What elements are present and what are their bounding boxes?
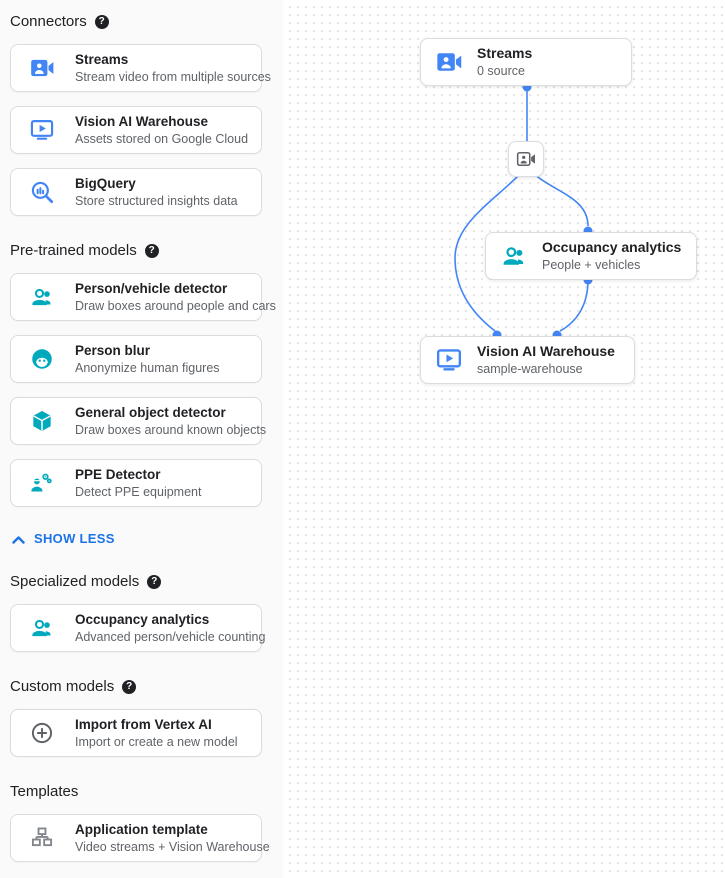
palette-card-import-vertex[interactable]: Import from Vertex AI Import or create a…	[10, 709, 262, 757]
card-title: Occupancy analytics	[75, 611, 210, 627]
palette-card-ppe-detector[interactable]: PPE Detector Detect PPE equipment	[10, 459, 262, 507]
card-subtitle: Detect PPE equipment	[75, 484, 202, 499]
palette-card-person-blur[interactable]: Person blur Anonymize human figures	[10, 335, 262, 383]
edge-hub-to-occupancy	[533, 173, 589, 227]
node-subtitle: People + vehicles	[542, 258, 641, 272]
bigquery-icon	[31, 181, 54, 204]
palette-card-vision-warehouse[interactable]: Vision AI Warehouse Assets stored on Goo…	[10, 106, 262, 154]
show-less-label: SHOW LESS	[34, 531, 115, 546]
show-less-button[interactable]: SHOW LESS	[12, 531, 262, 547]
palette-card-bigquery[interactable]: BigQuery Store structured insights data	[10, 168, 262, 216]
vision-warehouse-icon	[436, 349, 462, 371]
section-header-connectors: Connectors ?	[10, 13, 262, 31]
help-icon[interactable]: ?	[147, 575, 162, 589]
card-title: PPE Detector	[75, 466, 161, 482]
section-header-templates: Templates	[10, 783, 262, 801]
graph-canvas[interactable]: Streams 0 source Occupancy analytics Peo…	[283, 0, 725, 878]
person-vehicle-detector-icon	[32, 288, 52, 306]
card-subtitle: Draw boxes around known objects	[75, 422, 267, 437]
node-title: Vision AI Warehouse	[477, 343, 615, 359]
card-title: General object detector	[75, 404, 226, 420]
card-subtitle: Anonymize human figures	[75, 360, 220, 375]
import-vertex-icon	[31, 722, 53, 744]
application-template-icon	[31, 827, 53, 847]
palette-card-application-template[interactable]: Application template Video streams + Vis…	[10, 814, 270, 862]
node-streams[interactable]: Streams 0 source	[420, 38, 632, 86]
streams-icon	[437, 53, 462, 71]
card-subtitle: Store structured insights data	[75, 193, 238, 208]
card-title: Streams	[75, 51, 129, 67]
ppe-detector-icon	[31, 473, 52, 492]
node-subtitle: sample-warehouse	[477, 362, 583, 376]
section-header-specialized: Specialized models ?	[10, 573, 262, 591]
card-subtitle: Advanced person/vehicle counting	[75, 629, 266, 644]
section-header-custom: Custom models ?	[10, 678, 262, 696]
card-title: Import from Vertex AI	[75, 716, 212, 732]
section-title: Templates	[10, 783, 79, 800]
card-subtitle: Stream video from multiple sources	[75, 69, 271, 84]
palette-card-general-object[interactable]: General object detector Draw boxes aroun…	[10, 397, 267, 445]
help-icon[interactable]: ?	[122, 680, 137, 694]
node-occupancy-analytics[interactable]: Occupancy analytics People + vehicles	[485, 232, 697, 280]
streams-icon	[31, 59, 54, 77]
node-subtitle: 0 source	[477, 64, 525, 78]
palette-card-occupancy[interactable]: Occupancy analytics Advanced person/vehi…	[10, 604, 266, 652]
help-icon[interactable]: ?	[144, 244, 159, 258]
card-title: BigQuery	[75, 175, 136, 191]
chevron-up-icon	[12, 535, 25, 544]
node-vision-warehouse[interactable]: Vision AI Warehouse sample-warehouse	[420, 336, 635, 384]
edge-hub-to-warehouse	[454, 174, 520, 332]
palette-card-streams[interactable]: Streams Stream video from multiple sourc…	[10, 44, 271, 92]
section-title: Pre-trained models	[10, 242, 137, 259]
vision-warehouse-icon	[30, 120, 54, 140]
node-title: Streams	[477, 45, 533, 61]
card-title: Vision AI Warehouse	[75, 113, 209, 129]
palette-card-person-vehicle[interactable]: Person/vehicle detector Draw boxes aroun…	[10, 273, 276, 321]
person-blur-icon	[32, 349, 52, 369]
card-subtitle: Video streams + Vision Warehouse	[75, 839, 270, 854]
card-title: Person blur	[75, 342, 151, 358]
section-title: Custom models	[10, 678, 115, 695]
occupancy-analytics-icon	[32, 619, 52, 637]
occupancy-analytics-icon	[503, 247, 525, 266]
section-title: Specialized models	[10, 573, 140, 590]
card-subtitle: Draw boxes around people and cars	[75, 298, 276, 313]
component-palette-sidebar: Connectors ? Streams Stream video from m…	[0, 0, 283, 878]
section-title: Connectors	[10, 13, 87, 30]
edge-occupancy-to-warehouse	[559, 279, 589, 332]
card-subtitle: Import or create a new model	[75, 734, 238, 749]
node-title: Occupancy analytics	[542, 239, 682, 255]
graph-edges	[454, 82, 593, 340]
video-camera-icon	[516, 151, 535, 167]
card-subtitle: Assets stored on Google Cloud	[75, 131, 249, 146]
section-header-pretrained: Pre-trained models ?	[10, 242, 262, 260]
node-stream-hub[interactable]	[508, 141, 544, 177]
help-icon[interactable]: ?	[94, 15, 109, 29]
general-object-detector-icon	[33, 411, 51, 431]
card-title: Person/vehicle detector	[75, 280, 228, 296]
card-title: Application template	[75, 821, 208, 837]
